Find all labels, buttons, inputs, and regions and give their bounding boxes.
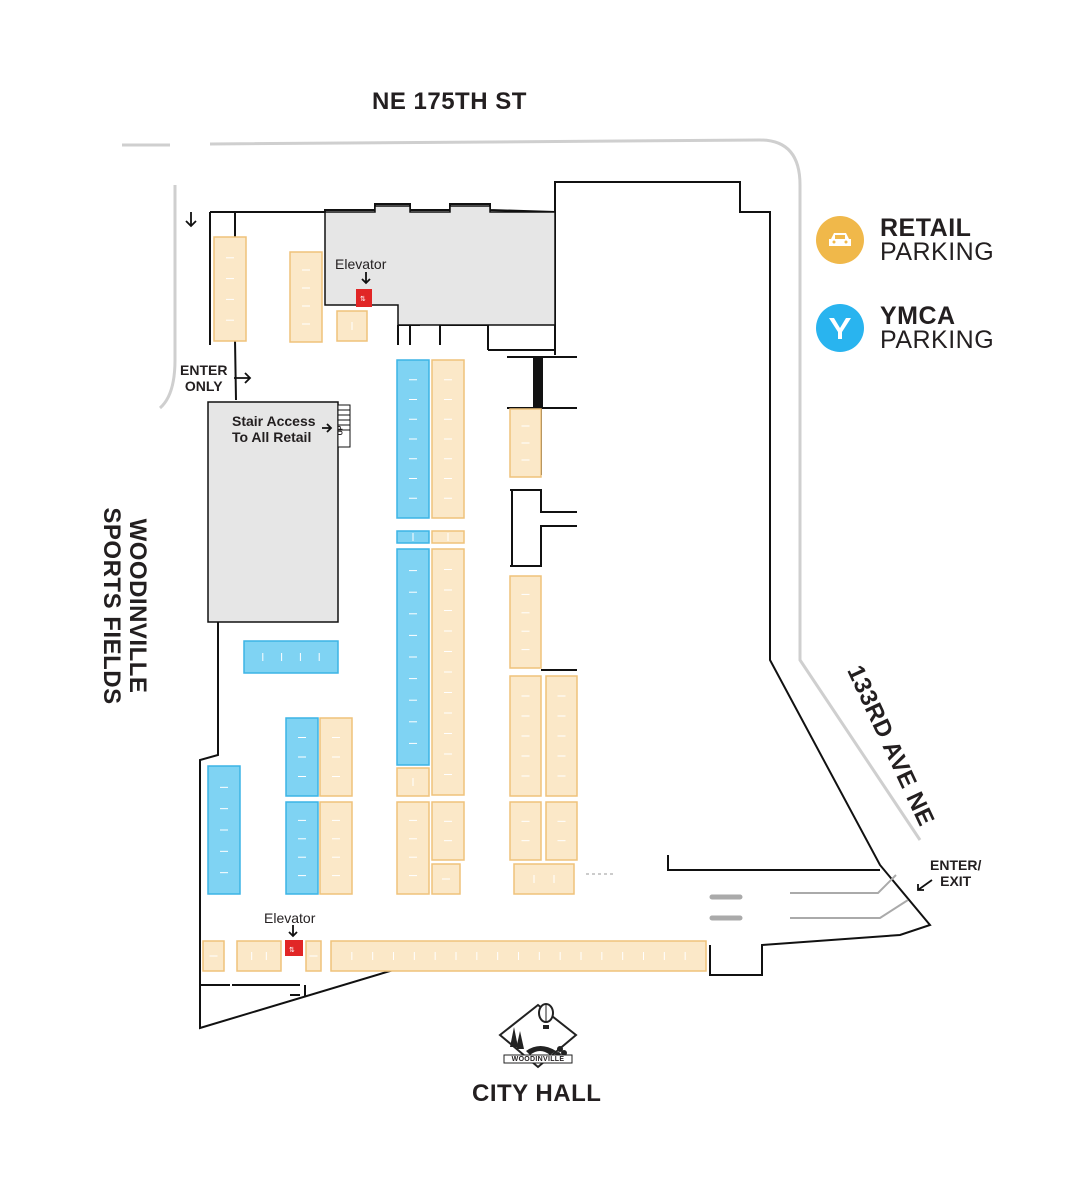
elevator-bottom-label: Elevator xyxy=(264,910,316,926)
arrows xyxy=(185,212,933,938)
stair-arrow-icon xyxy=(322,423,333,433)
retail-stall-block xyxy=(509,575,542,669)
entry-lanes xyxy=(790,874,909,919)
enter-exit-line2: EXIT xyxy=(940,873,972,889)
retail-stall-block xyxy=(319,801,353,895)
barrier xyxy=(533,357,543,407)
enter-exit-label: ENTER/ EXIT xyxy=(930,857,981,889)
elevator-bottom-icon xyxy=(285,940,303,956)
sports-fields-label: WOODINVILLE SPORTS FIELDS xyxy=(98,496,151,716)
enter-only-label: ENTER ONLY xyxy=(180,362,227,394)
retail-stall-block xyxy=(213,236,247,342)
stair-line1: Stair Access xyxy=(232,413,316,429)
legend-retail: RETAIL PARKING xyxy=(816,214,995,266)
retail-stall-block xyxy=(509,801,542,861)
stair-up-label: UP xyxy=(337,425,345,436)
retail-stall-group xyxy=(202,236,707,972)
buildings xyxy=(207,205,556,623)
sports-fields-line1: WOODINVILLE xyxy=(124,518,151,694)
street-lines xyxy=(122,138,922,841)
car-icon xyxy=(816,216,864,264)
legend-retail-subtitle: PARKING xyxy=(880,238,995,266)
sports-fields-line2: SPORTS FIELDS xyxy=(98,507,125,705)
ymca-stall-block xyxy=(285,801,319,895)
entry-exit-arrow-icon xyxy=(917,879,933,891)
elevator-arrow-icon xyxy=(361,272,371,285)
enter-arrow-icon xyxy=(234,372,252,384)
lane-markers xyxy=(709,894,743,921)
legend-retail-title: RETAIL xyxy=(880,214,972,242)
ymca-logo-icon xyxy=(816,304,864,352)
retail-stall-block xyxy=(431,801,465,861)
svg-text:⇅: ⇅ xyxy=(289,946,295,954)
retail-stall-block xyxy=(513,863,575,895)
elevator-top-icon xyxy=(356,289,372,307)
enter-only-line1: ENTER xyxy=(180,362,228,378)
street-label-north: NE 175TH ST xyxy=(372,88,527,115)
legend-ymca-subtitle: PARKING xyxy=(880,326,995,354)
ymca-stall-group xyxy=(207,359,430,895)
retail-stall-block xyxy=(236,940,282,972)
stair-line2: To All Retail xyxy=(232,429,312,445)
retail-stall-block xyxy=(396,801,430,895)
ymca-stall-block xyxy=(243,640,339,674)
logo-text: WOODINVILLE xyxy=(511,1056,565,1063)
stair-access xyxy=(337,404,351,448)
elevator-top-label: Elevator xyxy=(335,256,387,272)
city-hall-label: CITY HALL xyxy=(472,1080,602,1107)
enter-only-line2: ONLY xyxy=(184,378,223,394)
elevator-bottom-arrow-icon xyxy=(288,925,298,938)
legend: RETAIL PARKING YMCA PARKING xyxy=(816,214,995,354)
legend-ymca: YMCA PARKING xyxy=(816,302,995,354)
retail-stall-block xyxy=(545,801,578,861)
legend-ymca-title: YMCA xyxy=(880,302,956,330)
woodinville-logo-icon xyxy=(498,1003,578,1069)
enter-exit-line1: ENTER/ xyxy=(930,857,982,873)
svg-text:⇅: ⇅ xyxy=(360,295,366,303)
stair-access-label: Stair Access To All Retail xyxy=(232,413,316,445)
down-arrow-icon xyxy=(185,212,197,228)
retail-stall-block xyxy=(289,251,323,343)
